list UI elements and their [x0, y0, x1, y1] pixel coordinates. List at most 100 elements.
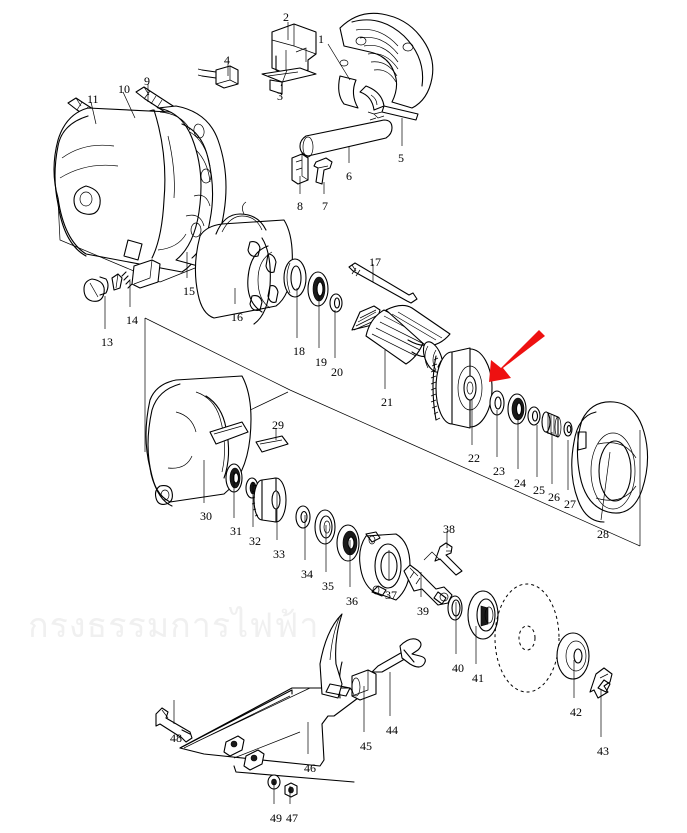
callout-number-37: 37	[385, 588, 397, 602]
leader-line-1	[327, 43, 351, 81]
part-47-nut	[284, 782, 298, 798]
callout-number-17: 17	[369, 255, 381, 269]
callout-number-43: 43	[597, 744, 609, 758]
callout-number-21: 21	[381, 395, 393, 409]
callout-number-46: 46	[304, 761, 316, 775]
leader-line-3	[280, 69, 288, 87]
part-15-motor-housing	[53, 105, 227, 273]
part-25-washer	[527, 406, 541, 426]
part-39-spindle	[403, 564, 453, 606]
callout-number-24: 24	[514, 476, 526, 490]
leader-line-11	[90, 101, 97, 125]
part-26-needle-bearing	[541, 411, 562, 438]
saw-blade-outline	[494, 583, 560, 693]
group-gear-assembly	[430, 330, 649, 523]
callout-number-3: 3	[277, 89, 283, 103]
part-2-switch	[271, 23, 317, 77]
group-housing	[53, 12, 434, 273]
callout-number-25: 25	[533, 483, 545, 497]
part-35-bearing	[314, 509, 336, 545]
part-5-rod	[367, 105, 419, 121]
part-34-washer	[295, 505, 311, 529]
callout-number-32: 32	[249, 534, 261, 548]
callout-number-2: 2	[283, 10, 289, 24]
callout-number-48: 48	[170, 731, 182, 745]
part-1-handle-cover	[338, 12, 434, 111]
leader-line-10	[122, 91, 136, 119]
part-20-washer	[329, 293, 343, 313]
callout-number-15: 15	[183, 284, 195, 298]
callout-number-5: 5	[398, 151, 404, 165]
part-44-wing-bolt	[371, 638, 426, 673]
callout-number-38: 38	[443, 522, 455, 536]
part-41-inner-flange	[467, 590, 499, 640]
callout-number-44: 44	[386, 723, 398, 737]
callout-number-49: 49	[270, 811, 282, 825]
callout-number-14: 14	[126, 313, 138, 327]
callout-number-41: 41	[472, 671, 484, 685]
callout-number-13: 13	[101, 335, 113, 349]
callout-number-6: 6	[346, 169, 352, 183]
callout-number-23: 23	[493, 464, 505, 478]
callout-number-29: 29	[272, 418, 284, 432]
part-4-terminal	[197, 65, 239, 89]
watermark-text: กรงธรรมการไฟฟ้า	[28, 606, 320, 646]
callout-number-34: 34	[301, 567, 313, 581]
part-22-gear	[430, 347, 493, 429]
callout-number-10: 10	[118, 82, 130, 96]
callout-number-42: 42	[570, 705, 582, 719]
part-14-carbon-brush	[111, 259, 161, 291]
group-guard-spindle	[144, 317, 641, 699]
callout-number-36: 36	[346, 594, 358, 608]
callout-number-4: 4	[224, 53, 230, 67]
highlight-arrow-icon	[489, 330, 545, 382]
part-37-spindle-housing	[359, 531, 411, 601]
callout-number-40: 40	[452, 661, 464, 675]
group-base-plate	[155, 613, 426, 798]
callout-number-19: 19	[315, 355, 327, 369]
callout-number-27: 27	[564, 497, 576, 511]
callout-number-31: 31	[230, 524, 242, 538]
part-33-bevel-gear	[251, 477, 287, 523]
callout-number-28: 28	[597, 527, 609, 541]
callout-number-7: 7	[322, 199, 328, 213]
part-28-gear-housing	[571, 401, 649, 523]
callout-number-20: 20	[331, 365, 343, 379]
part-23-washer	[489, 390, 505, 416]
part-30-blade-guard	[145, 375, 252, 507]
part-36-oil-seal	[336, 524, 360, 562]
part-13-brush-cap	[83, 276, 109, 302]
callout-number-9: 9	[144, 74, 150, 88]
part-6-guide-bar	[299, 119, 393, 158]
part-21-armature	[351, 304, 458, 376]
part-43-hex-bolt	[589, 667, 613, 699]
part-29-plate	[255, 435, 289, 453]
callout-number-45: 45	[360, 739, 372, 753]
callout-number-22: 22	[468, 451, 480, 465]
callout-number-33: 33	[273, 547, 285, 561]
callout-number-8: 8	[297, 199, 303, 213]
part-42-outer-flange	[556, 632, 590, 680]
part-24-bearing	[507, 393, 527, 425]
callout-number-11: 11	[87, 92, 99, 106]
callout-number-16: 16	[231, 310, 243, 324]
part-27-ring	[563, 421, 573, 437]
part-18-ring	[283, 258, 307, 298]
part-7-screw	[313, 157, 333, 185]
callout-number-18: 18	[293, 344, 305, 358]
callout-number-39: 39	[417, 604, 429, 618]
part-38-screw	[423, 542, 463, 576]
part-8-bracket	[291, 153, 309, 185]
callout-number-47: 47	[286, 811, 298, 825]
part-45-collar	[351, 669, 377, 701]
leader-line-28	[600, 451, 611, 521]
part-40-o-ring	[447, 595, 463, 621]
part-17-long-screw	[348, 262, 418, 304]
group-motor	[57, 199, 458, 376]
callout-leader-lines	[90, 22, 611, 804]
base-plate-brackets	[223, 735, 265, 771]
callout-number-35: 35	[322, 579, 334, 593]
part-3-switch-plate	[261, 67, 317, 95]
